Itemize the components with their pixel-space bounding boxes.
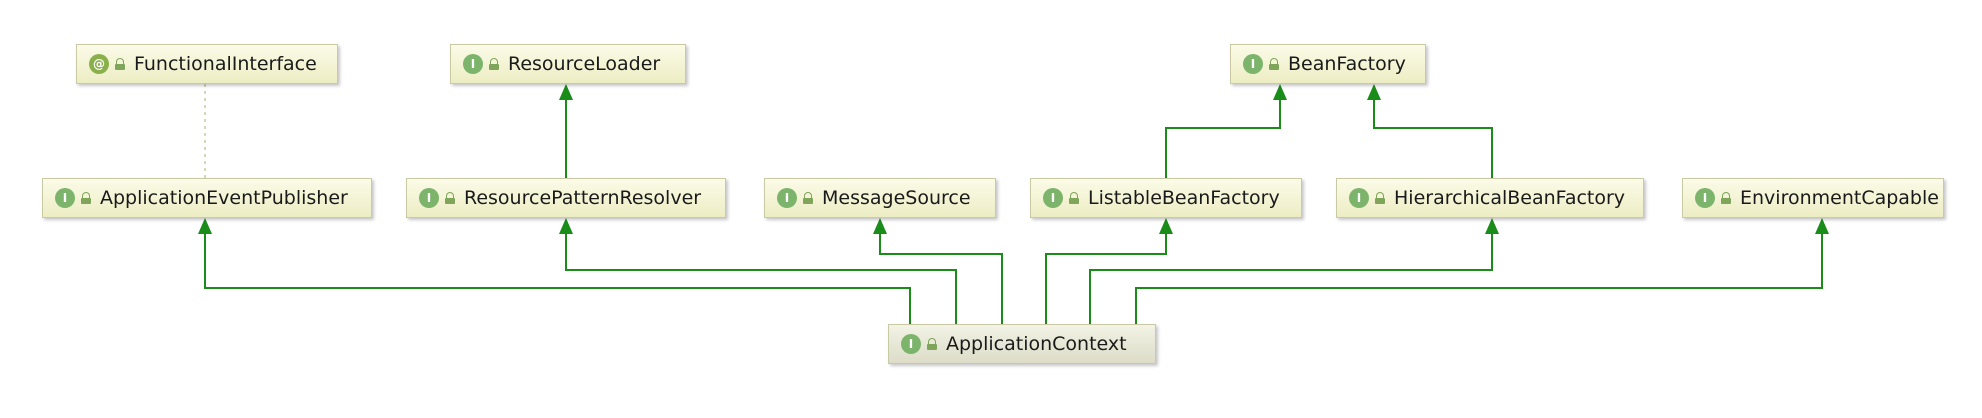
public-lock-icon (489, 58, 499, 70)
arrowhead-listable-bean-factory (1159, 218, 1173, 234)
node-label: ResourceLoader (508, 53, 661, 75)
node-environment-capable[interactable]: I EnvironmentCapable (1682, 178, 1944, 218)
public-lock-icon (927, 338, 937, 350)
interface-badge-icon: I (463, 54, 483, 74)
node-label: ListableBeanFactory (1088, 187, 1280, 209)
arrowhead-environment-capable (1815, 218, 1829, 234)
node-label: ResourcePatternResolver (464, 187, 702, 209)
arrowhead-bean-factory (1367, 84, 1381, 100)
arrowhead-hierarchical-bean-factory (1485, 218, 1499, 234)
node-label: FunctionalInterface (134, 53, 317, 75)
public-lock-icon (803, 192, 813, 204)
interface-badge-icon: I (55, 188, 75, 208)
arrowhead-resource-pattern-resolver (559, 218, 573, 234)
interface-badge-icon: I (777, 188, 797, 208)
public-lock-icon (1375, 192, 1385, 204)
public-lock-icon (1269, 58, 1279, 70)
public-lock-icon (1721, 192, 1731, 204)
node-listable-bean-factory[interactable]: I ListableBeanFactory (1030, 178, 1302, 218)
edge-application-context-to-application-event-publisher (204, 232, 911, 324)
edge-listable-bean-factory-to-bean-factory (1165, 98, 1281, 178)
arrowhead-application-event-publisher (198, 218, 212, 234)
interface-badge-icon: I (901, 334, 921, 354)
node-resource-pattern-resolver[interactable]: I ResourcePatternResolver (406, 178, 726, 218)
public-lock-icon (81, 192, 91, 204)
edge-application-context-to-resource-pattern-resolver (565, 232, 957, 324)
public-lock-icon (445, 192, 455, 204)
arrowhead-message-source (873, 218, 887, 234)
interface-badge-icon: I (1349, 188, 1369, 208)
edge-hierarchical-bean-factory-to-bean-factory (1373, 98, 1493, 178)
node-label: ApplicationEventPublisher (100, 187, 348, 209)
interface-badge-icon: I (419, 188, 439, 208)
annotation-badge-icon: @ (89, 54, 109, 74)
edge-application-context-to-hierarchical-bean-factory (1089, 232, 1493, 324)
edge-application-context-to-environment-capable (1135, 232, 1823, 324)
node-message-source[interactable]: I MessageSource (764, 178, 996, 218)
node-label: ApplicationContext (946, 333, 1127, 355)
node-hierarchical-bean-factory[interactable]: I HierarchicalBeanFactory (1336, 178, 1644, 218)
node-bean-factory[interactable]: I BeanFactory (1230, 44, 1426, 84)
node-label: MessageSource (822, 187, 971, 209)
node-label: HierarchicalBeanFactory (1394, 187, 1626, 209)
arrowhead-resource-loader (559, 84, 573, 100)
public-lock-icon (115, 58, 125, 70)
interface-badge-icon: I (1043, 188, 1063, 208)
interface-badge-icon: I (1695, 188, 1715, 208)
node-resource-loader[interactable]: I ResourceLoader (450, 44, 686, 84)
node-application-context[interactable]: I ApplicationContext (888, 324, 1156, 364)
edge-application-context-to-message-source (879, 232, 1003, 324)
node-label: BeanFactory (1288, 53, 1406, 75)
node-application-event-publisher[interactable]: I ApplicationEventPublisher (42, 178, 372, 218)
edge-application-context-to-listable-bean-factory (1045, 232, 1167, 324)
node-functional-interface[interactable]: @ FunctionalInterface (76, 44, 338, 84)
public-lock-icon (1069, 192, 1079, 204)
interface-badge-icon: I (1243, 54, 1263, 74)
node-label: EnvironmentCapable (1740, 187, 1939, 209)
arrowhead-bean-factory (1273, 84, 1287, 100)
